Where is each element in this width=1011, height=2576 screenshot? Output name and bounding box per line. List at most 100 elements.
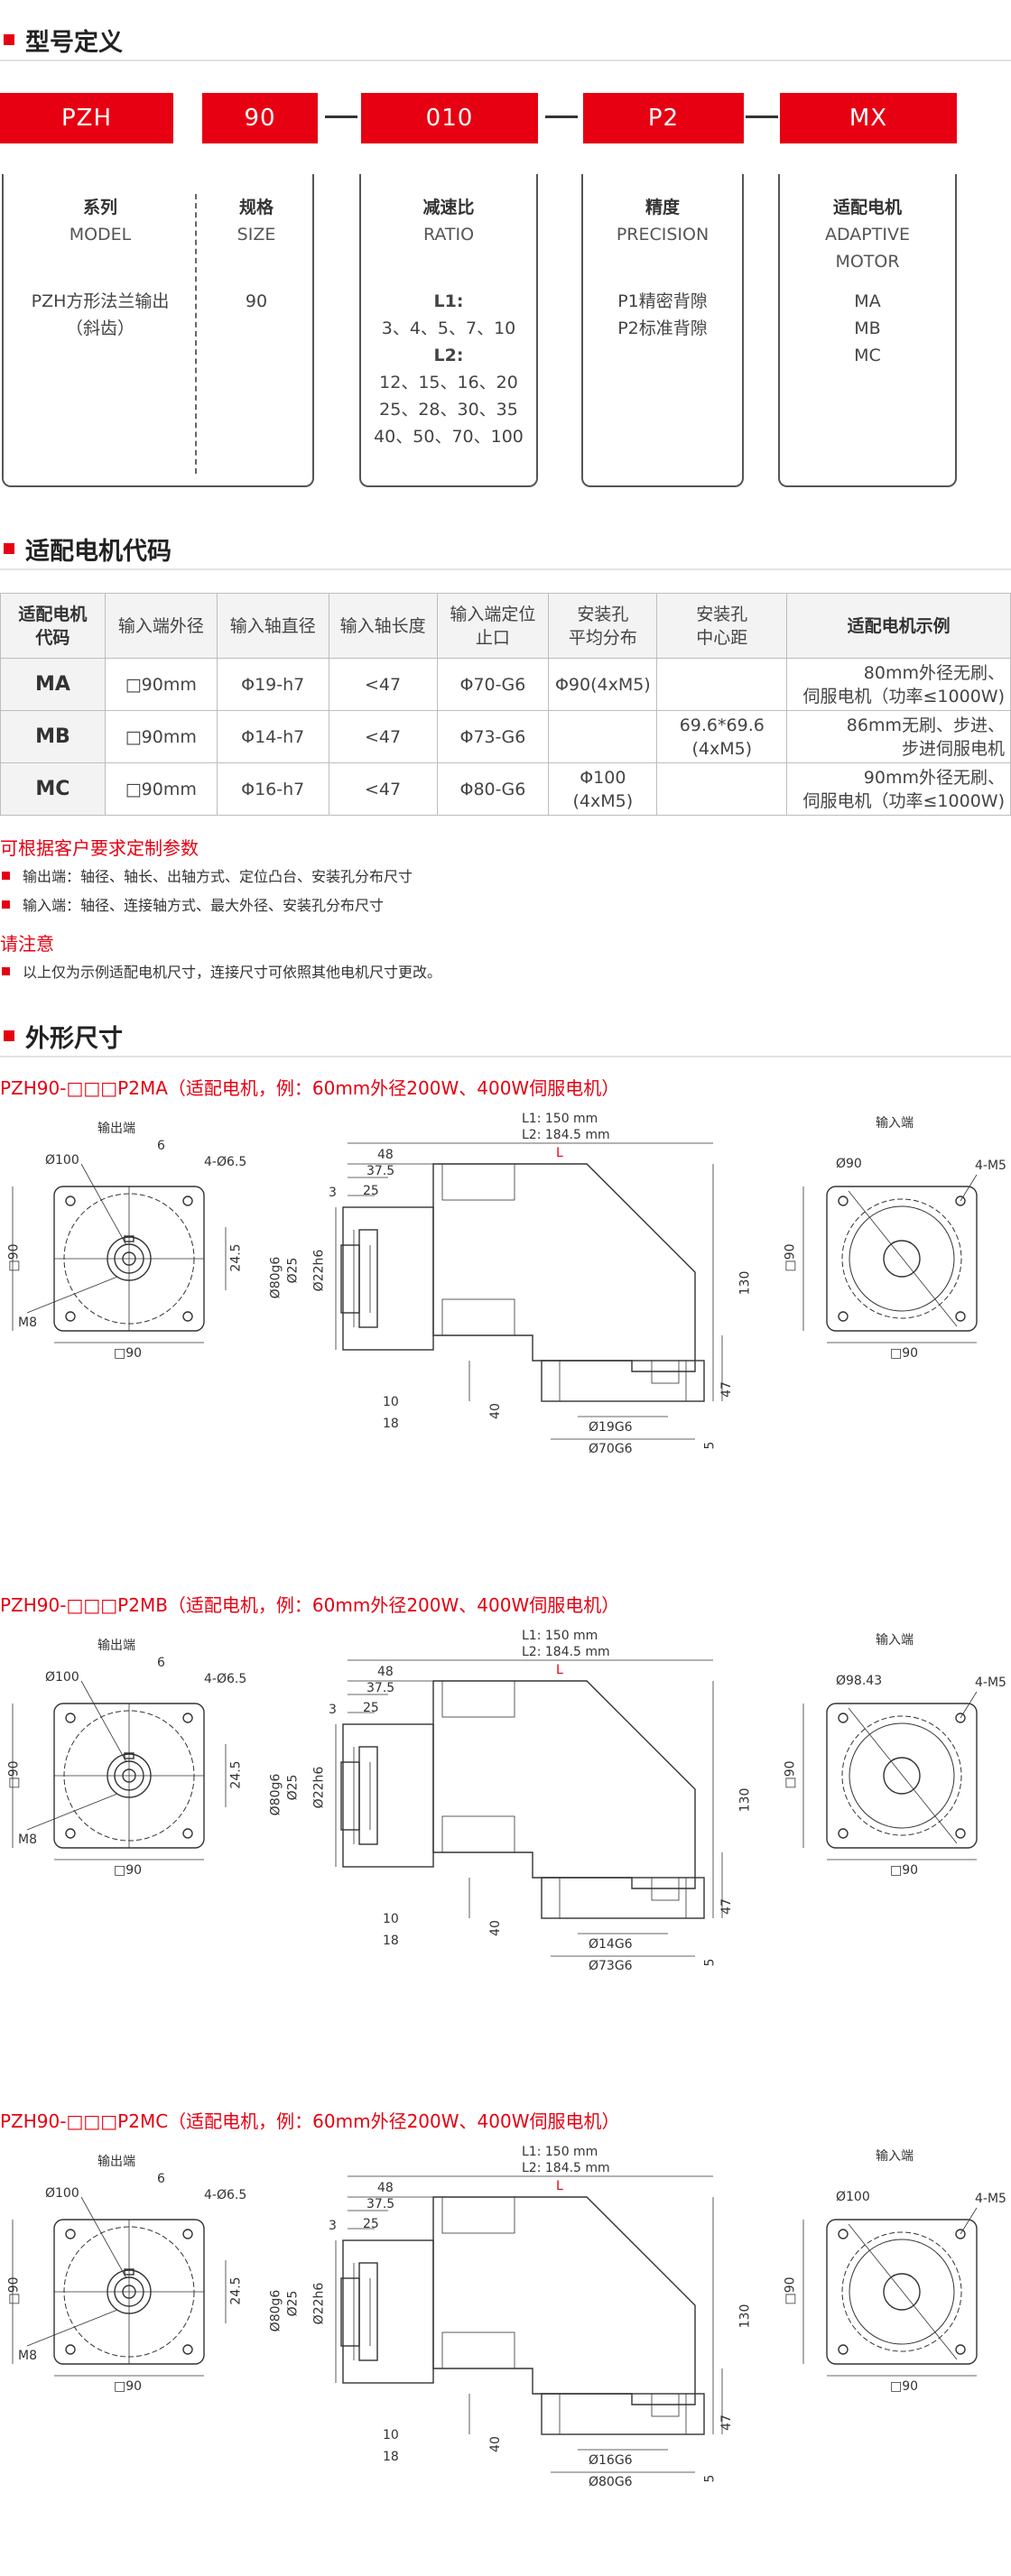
dim-shaft: Ø14G6 [589, 1937, 633, 1952]
dim: 10 [383, 2428, 399, 2442]
dim: □90 [6, 2276, 22, 2305]
dim: 10 [383, 1395, 399, 1409]
section-title-dims: 外形尺寸 [0, 1018, 123, 1054]
dim: Ø22h6 [311, 1766, 327, 1809]
dim: 37.5 [366, 2197, 395, 2211]
dim: 10 [383, 1912, 399, 1926]
section-title-text: 型号定义 [25, 28, 123, 57]
table-row: MC □90mm Φ16-h7 <47 Φ80-G6 Φ100 (4xM5) 9… [0, 762, 1011, 816]
dim: 48 [377, 1665, 394, 1679]
th-len: 输入轴长度 [328, 593, 438, 659]
cell: Φ16-h7 [216, 762, 329, 816]
dash [545, 115, 578, 118]
ratio-en: RATIO [422, 225, 475, 245]
code-bar-ratio: 010 [361, 93, 538, 143]
dim: 130 [737, 1270, 753, 1296]
dim-shaft: Ø16G6 [589, 2453, 633, 2468]
dim: 25 [363, 1701, 379, 1715]
dim: 5 [702, 1441, 718, 1450]
section-title-motor: 适配电机代码 [0, 531, 172, 567]
drawing-title: PZH90-□□□P2MC（适配电机，例：60mm外径200W、400W伺服电机… [0, 2110, 620, 2132]
dim: L1: 150 mm [522, 1112, 598, 1126]
dim: Ø80g6 [268, 1256, 283, 1299]
dim: 37.5 [366, 1164, 395, 1178]
dim: Ø100 [45, 1153, 79, 1168]
dim-L: L [556, 1663, 563, 1677]
dim: 4-Ø6.5 [204, 1155, 247, 1169]
dim: □90 [783, 2276, 798, 2305]
box-divider [195, 194, 197, 474]
dim: 40 [487, 2436, 503, 2452]
ratio-l1-values: 3、4、5、7、10 [381, 319, 516, 338]
dim: 6 [157, 2172, 165, 2186]
dim: Ø25 [285, 1257, 301, 1284]
th-outer: 输入端外径 [104, 593, 218, 659]
ratio-l2-label: L2: [433, 346, 464, 365]
dim: L2: 184.5 mm [522, 2161, 610, 2175]
cell: □90mm [104, 710, 218, 763]
dim: 37.5 [366, 1681, 395, 1695]
table-row: MA □90mm Φ19-h7 <47 Φ70-G6 Φ90(4xM5) 80m… [0, 658, 1011, 711]
code-bar-motor: MX [780, 93, 957, 143]
title-square-icon [4, 543, 14, 554]
code-bar-series: PZH [0, 93, 173, 143]
dim-input-dia: Ø100 [836, 2190, 870, 2204]
cell: <47 [328, 710, 438, 763]
dim: 25 [363, 2217, 379, 2231]
dim: 4-M5 [975, 1676, 1006, 1690]
th-example: 适配电机示例 [786, 593, 1011, 659]
note-item: 以上仅为示例适配电机尺寸，连接尺寸可依照其他电机尺寸更改。 [0, 960, 441, 982]
motor-zh: 适配电机 [832, 198, 902, 217]
cell-example: 86mm无刷、步进、步进伺服电机 [786, 710, 1011, 763]
dim: 24.5 [228, 1243, 244, 1272]
cell: Φ19-h7 [216, 658, 329, 711]
cell-code: MB [0, 710, 106, 763]
dim: L2: 184.5 mm [522, 1128, 610, 1142]
cell: □90mm [104, 658, 218, 711]
dim: 24.5 [228, 2276, 244, 2305]
dim: □90 [890, 1346, 919, 1361]
precision-zh: 精度 [645, 198, 680, 217]
series-zh: 系列 [82, 198, 117, 217]
divider [0, 1056, 1011, 1057]
th-spigot: 输入端定位止口 [436, 593, 550, 659]
precision-en: PRECISION [616, 225, 710, 245]
section-title-text: 外形尺寸 [25, 1024, 123, 1053]
dim: 5 [702, 1958, 718, 1967]
dim: 6 [157, 1139, 165, 1153]
custom-item: 输出端：轴径、轴长、出轴方式、定位凸台、安装孔分布尺寸 [0, 864, 413, 886]
cell: □90mm [104, 762, 218, 816]
ratio-l2-values: 12、15、16、20 [379, 373, 518, 392]
dim-shaft: Ø19G6 [589, 1420, 633, 1435]
dim: 18 [383, 1934, 399, 1948]
label-output: 输出端 [97, 1639, 135, 1653]
dim: □90 [114, 1346, 143, 1361]
section-title-text: 适配电机代码 [25, 537, 172, 566]
drawing-title: PZH90-□□□P2MA（适配电机，例：60mm外径200W、400W伺服电机… [0, 1077, 620, 1099]
cell: <47 [328, 762, 438, 816]
code-bar-precision: P2 [583, 93, 744, 143]
dim: Ø22h6 [311, 2282, 327, 2325]
th-center: 安装孔中心距 [656, 593, 788, 659]
code-bar-size: 90 [202, 93, 318, 143]
cell-example: 90mm外径无刷、伺服电机（功率≤1000W) [786, 762, 1011, 816]
label-input: 输入端 [876, 1116, 914, 1131]
dim: □90 [114, 1863, 143, 1878]
dim: L1: 150 mm [522, 2145, 598, 2159]
drawing-title: PZH90-□□□P2MB（适配电机，例：60mm外径200W、400W伺服电机… [0, 1594, 620, 1616]
cell [656, 762, 788, 816]
dim: 3 [329, 1703, 337, 1717]
dim: □90 [890, 1863, 919, 1878]
dim: Ø25 [285, 1774, 301, 1801]
dim: M8 [18, 1833, 37, 1847]
cell: Φ80-G6 [436, 762, 550, 816]
dim: □90 [6, 1243, 22, 1272]
dim: □90 [783, 1760, 798, 1789]
note-title: 请注意 [0, 933, 54, 955]
table-header-row: 适配电机代码 输入端外径 输入轴直径 输入轴长度 输入端定位止口 安装孔平均分布… [0, 593, 1011, 659]
dim: 40 [487, 1920, 503, 1936]
cell-code: MA [0, 658, 106, 711]
dim: 4-M5 [975, 2192, 1006, 2206]
cell-example: 80mm外径无刷、伺服电机（功率≤1000W) [786, 658, 1011, 711]
